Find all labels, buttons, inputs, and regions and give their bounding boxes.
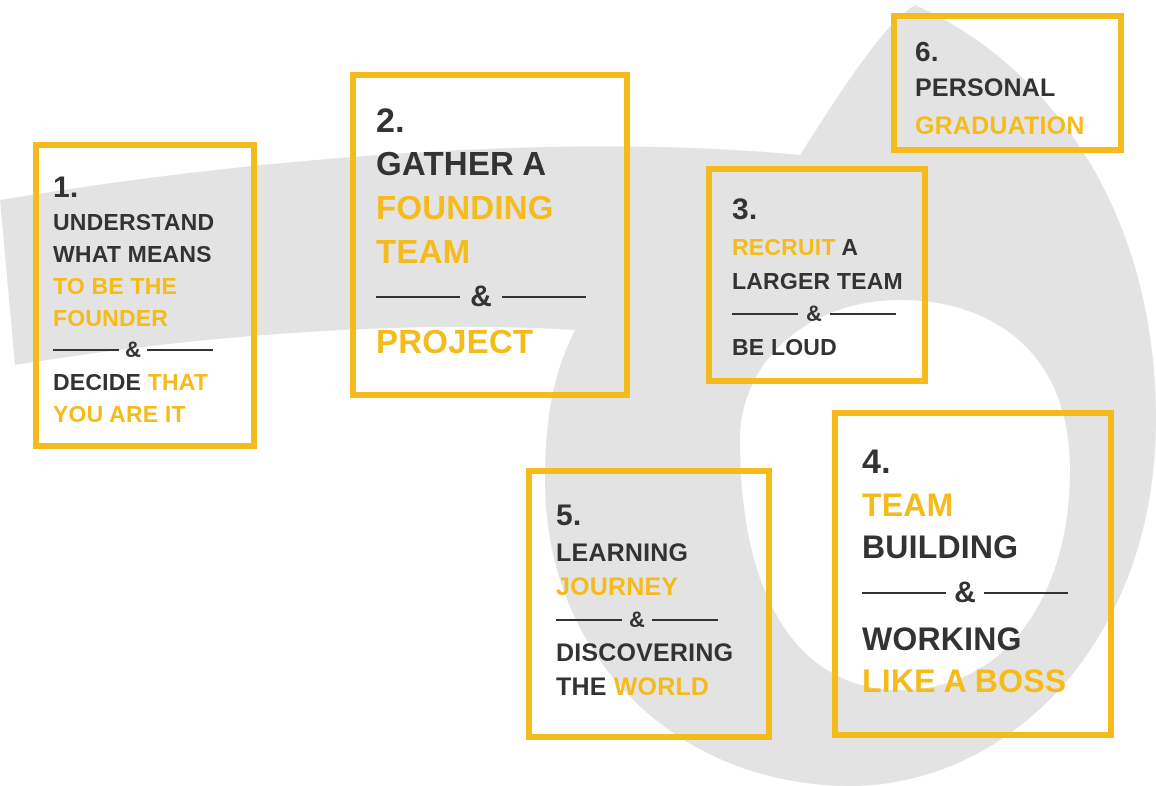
ampersand-divider: & [376, 274, 624, 320]
ampersand-divider: & [732, 298, 922, 330]
step-2-text-line: PROJECT [376, 320, 624, 364]
step-3-text-line: BE LOUD [732, 330, 922, 364]
step-text-segment: LIKE A BOSS [862, 663, 1067, 699]
step-1-text-line: DECIDE THAT [53, 366, 251, 398]
step-text-segment: FOUNDING [376, 189, 554, 226]
step-3-card: 3. RECRUIT A LARGER TEAM & BE LOUD [706, 166, 928, 384]
step-1-text-line: YOU ARE IT [53, 398, 251, 430]
step-4-text-line: LIKE A BOSS [862, 660, 1108, 702]
divider-rule-right [984, 592, 1068, 594]
step-text-segment: YOU ARE IT [53, 401, 186, 427]
ampersand: & [954, 576, 976, 609]
step-2-text-line: FOUNDING [376, 186, 624, 230]
step-6-card: 6. PERSONAL GRADUATION [891, 13, 1124, 153]
step-6-text-line: GRADUATION [915, 107, 1118, 145]
step-text-segment: DISCOVERING [556, 639, 734, 667]
step-text-segment: WHAT MEANS [53, 241, 212, 267]
divider-rule-right [652, 619, 718, 621]
step-text-segment: DECIDE [53, 369, 148, 395]
step-5-text-line: THE WORLD [556, 670, 766, 704]
step-text-segment: UNDERSTAND [53, 209, 215, 235]
step-4-card: 4. TEAM BUILDING & WORKING LIKE A BOSS [832, 410, 1114, 738]
step-2-card: 2. GATHER A FOUNDING TEAM & PROJECT [350, 72, 630, 398]
step-3-text-line: RECRUIT A [732, 230, 922, 264]
step-text-segment: A [841, 234, 859, 260]
step-6-text-line: PERSONAL [915, 69, 1118, 107]
divider-rule-right [830, 313, 896, 315]
step-2-text-line: TEAM [376, 230, 624, 274]
step-4-text-line: TEAM [862, 484, 1108, 526]
step-text-segment: TO BE THE [53, 273, 178, 299]
ampersand-divider: & [53, 334, 251, 366]
step-4-text-line: WORKING [862, 618, 1108, 660]
ampersand-divider: & [862, 568, 1108, 618]
step-text-segment: GATHER A [376, 145, 547, 182]
step-text-segment: LEARNING [556, 539, 689, 567]
step-number: 3. [732, 193, 758, 226]
step-2-text-line: GATHER A [376, 142, 624, 186]
step-text-segment: BUILDING [862, 529, 1019, 565]
step-text-segment: WORKING [862, 621, 1022, 657]
step-5-card: 5. LEARNING JOURNEY & DISCOVERING THE WORLD [526, 468, 772, 740]
step-text-segment: FOUNDER [53, 305, 169, 331]
step-number: 5. [556, 499, 582, 532]
divider-rule-right [147, 349, 213, 351]
divider-rule-left [862, 592, 946, 594]
step-text-segment: RECRUIT [732, 234, 842, 260]
step-text-segment: PERSONAL [915, 74, 1056, 102]
step-text-segment: TEAM [862, 487, 954, 523]
step-5-text-line: LEARNING [556, 536, 766, 570]
divider-rule-left [556, 619, 622, 621]
step-5-text-line: JOURNEY [556, 570, 766, 604]
ampersand: & [628, 607, 646, 632]
ampersand: & [805, 301, 823, 326]
step-text-segment: WORLD [613, 673, 710, 701]
step-1-text-line: FOUNDER [53, 302, 251, 334]
step-number: 1. [53, 171, 79, 204]
step-text-segment: LARGER TEAM [732, 268, 903, 294]
step-number: 2. [376, 102, 405, 140]
step-text-segment: PROJECT [376, 323, 534, 360]
step-text-segment: TEAM [376, 233, 471, 270]
ampersand-divider: & [556, 604, 766, 636]
divider-rule-right [502, 296, 586, 298]
step-4-text-line: BUILDING [862, 526, 1108, 568]
divider-rule-left [732, 313, 798, 315]
ampersand: & [124, 337, 142, 362]
step-1-text-line: UNDERSTAND [53, 206, 251, 238]
step-1-text-line: WHAT MEANS [53, 238, 251, 270]
step-1-text-line: TO BE THE [53, 270, 251, 302]
ampersand: & [470, 280, 492, 313]
divider-rule-left [53, 349, 119, 351]
step-1-card: 1. UNDERSTAND WHAT MEANS TO BE THE FOUNDER & D… [33, 142, 257, 449]
step-text-segment: BE LOUD [732, 334, 837, 360]
step-number: 4. [862, 443, 891, 481]
step-text-segment: THE [556, 673, 614, 701]
step-text-segment: GRADUATION [915, 112, 1085, 140]
step-text-segment: THAT [147, 369, 209, 395]
step-number: 6. [915, 36, 939, 67]
step-5-text-line: DISCOVERING [556, 636, 766, 670]
step-text-segment: JOURNEY [556, 573, 679, 601]
divider-rule-left [376, 296, 460, 298]
step-3-text-line: LARGER TEAM [732, 264, 922, 298]
